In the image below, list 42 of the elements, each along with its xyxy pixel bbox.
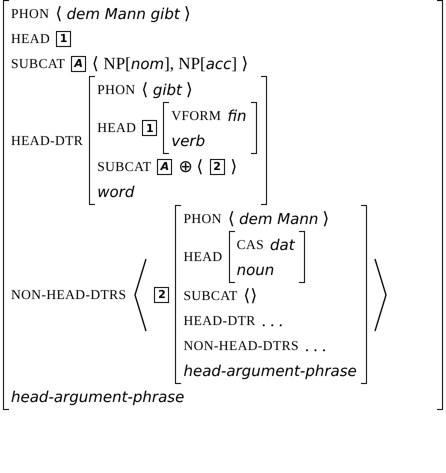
feature-value: ⟨ gibt ⟩: [142, 79, 194, 100]
tag-box: A: [157, 158, 172, 174]
feature-name: NON-HEAD-DTRS: [183, 338, 299, 354]
feature-value: ⟨⟩: [244, 285, 258, 306]
feature-value: . . .: [262, 310, 283, 330]
feature-name: PHON: [97, 82, 136, 98]
feature-name: CAS: [236, 236, 264, 252]
feature-name: HEAD-DTR: [183, 312, 256, 328]
type-label: verb: [171, 132, 206, 150]
feature-name: VFORM: [171, 108, 222, 124]
feature-value: ⊕ ⟨: [178, 156, 204, 177]
feature-name: HEAD: [97, 120, 136, 136]
type-label: word: [97, 182, 134, 200]
attribute-value-matrix: [3, 0, 443, 410]
attribute-value-matrix: [228, 231, 305, 283]
type-label: head-argument-phrase: [183, 362, 357, 380]
feature-value: ⟨ NP[nom], NP[acc] ⟩: [92, 53, 248, 74]
attribute-value-matrix: [175, 205, 367, 384]
tag-box: 2: [154, 286, 170, 302]
tag-box: 1: [56, 30, 72, 46]
attribute-value-matrix: [163, 102, 257, 154]
feature-value: . . .: [304, 336, 326, 356]
feature-value: dat: [270, 236, 295, 254]
type-label: head-argument-phrase: [11, 388, 184, 406]
feature-name: HEAD: [11, 30, 50, 46]
feature-value: ⟨ dem Mann gibt ⟩: [55, 3, 191, 24]
feature-name: SUBCAT: [183, 288, 238, 304]
tag-box: 1: [142, 120, 158, 136]
feature-name: HEAD: [183, 249, 223, 265]
feature-value: ⟩: [230, 156, 238, 177]
feature-value: ⟨ dem Mann ⟩: [228, 208, 330, 229]
feature-name: HEAD-DTR: [11, 132, 84, 148]
feature-name: PHON: [183, 210, 222, 226]
feature-name: SUBCAT: [97, 158, 152, 174]
tag-box: A: [71, 56, 86, 72]
tag-box: 2: [210, 158, 225, 174]
feature-name: NON-HEAD-DTRS: [11, 286, 126, 302]
feature-name: PHON: [11, 6, 50, 22]
type-label: noun: [236, 260, 274, 278]
feature-value: fin: [227, 106, 247, 124]
attribute-value-matrix: [89, 76, 267, 205]
feature-name: SUBCAT: [11, 56, 66, 72]
